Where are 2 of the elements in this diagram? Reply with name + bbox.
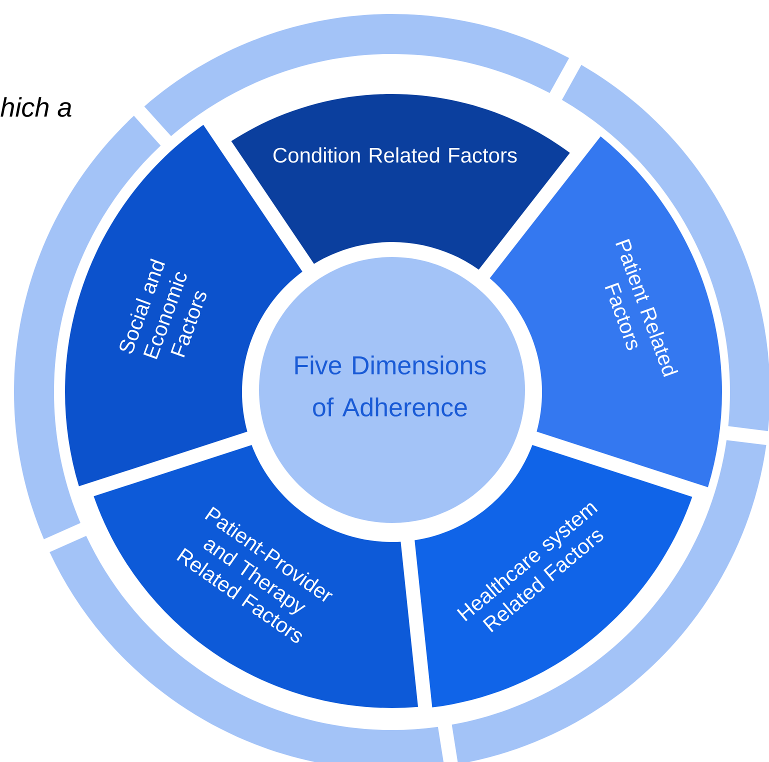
segment: Condition Related Factors [231,94,570,270]
note-text: hich a [0,97,72,117]
